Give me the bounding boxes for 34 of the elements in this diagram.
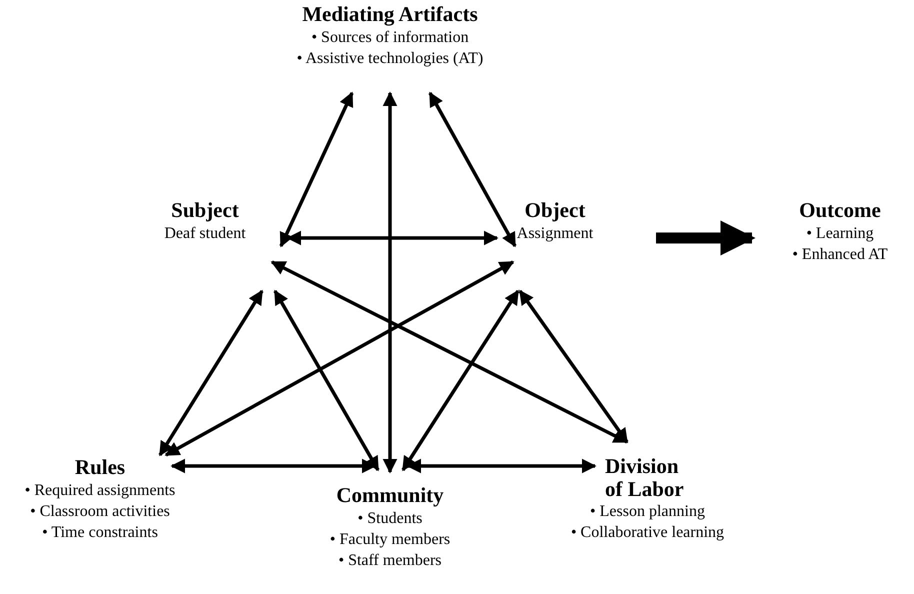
node-text: Deaf student [163,224,247,244]
arrow [656,220,756,256]
node-heading: Subject [170,198,240,223]
arrow [158,290,264,456]
arrow [518,290,628,444]
arrow [286,230,498,246]
node-text: • Learning [805,224,875,244]
arrow [170,458,376,474]
node-text: • Assistive technologies (AT) [296,49,484,69]
node-heading: Object [524,198,586,223]
arrow [402,290,520,472]
node-text: • Collaborative learning [570,523,726,543]
node-text: • Enhanced AT [791,245,889,265]
arrow [164,260,514,457]
arrow [406,458,596,474]
node-text: • Faculty members [328,530,452,550]
node-heading: Division of Labor [605,455,685,501]
node-text: Assignment [516,224,594,244]
node-text: • Sources of information [310,28,470,48]
arrow [273,290,380,472]
node-text: • Lesson planning [589,502,706,522]
node-heading: Mediating Artifacts [301,2,479,27]
arrow [382,92,398,474]
node-heading: Rules [74,455,126,480]
node-text: • Classroom activities [29,502,171,522]
arrow [428,92,517,248]
node-text: • Required assignments [24,481,176,501]
node-text: • Staff members [337,551,443,571]
node-heading: Community [335,483,445,508]
arrow [279,92,354,248]
node-heading: Outcome [798,198,882,223]
arrow [270,260,628,444]
node-text: • Students [356,509,424,529]
node-text: • Time constraints [41,523,159,543]
